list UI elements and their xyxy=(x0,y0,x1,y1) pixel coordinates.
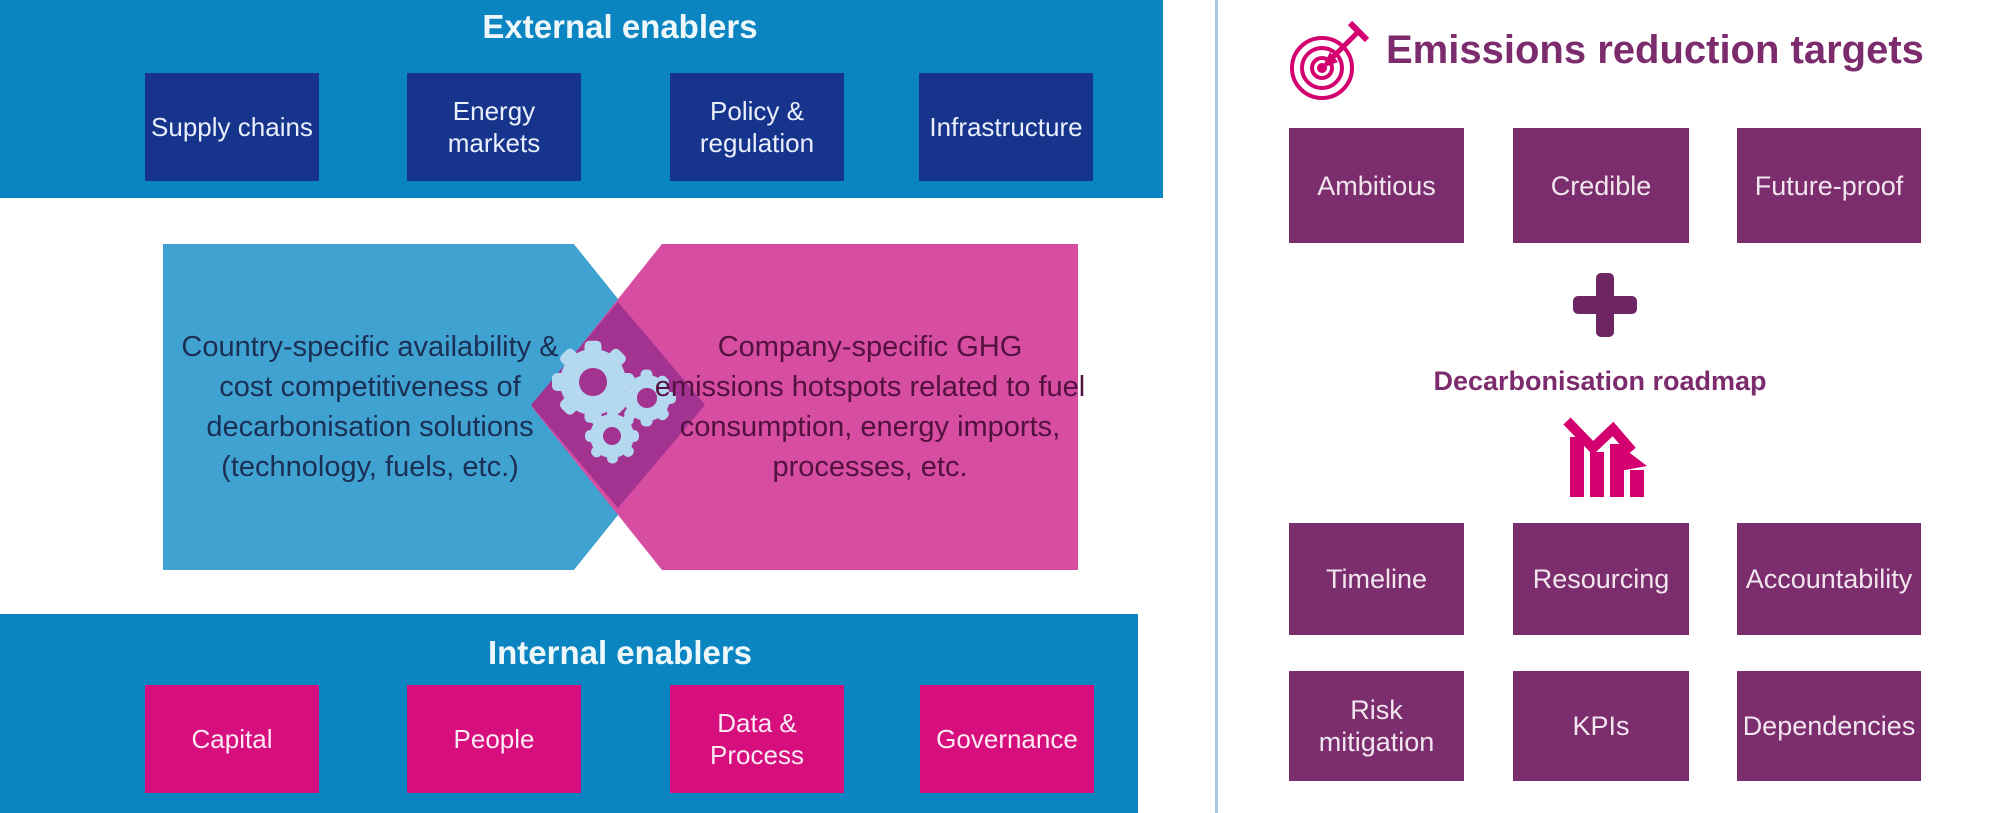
roadmap-risk-mitigation: Risk mitigation xyxy=(1289,671,1464,781)
target-future-proof: Future-proof xyxy=(1737,128,1921,243)
gear-hole xyxy=(637,388,657,408)
gear-small-icon xyxy=(584,408,640,464)
internal-enabler-data-process: Data & Process xyxy=(670,685,844,793)
roadmap-dependencies: Dependencies xyxy=(1737,671,1921,781)
gear-medium-icon xyxy=(618,369,676,427)
internal-enablers-title: Internal enablers xyxy=(487,634,753,671)
gear-large-icon xyxy=(552,341,634,423)
target-dart-icon xyxy=(1288,20,1372,104)
decarbonisation-roadmap-title: Decarbonisation roadmap xyxy=(1433,366,1767,396)
external-enabler-energy-markets: Energy markets xyxy=(407,73,581,181)
internal-enabler-governance: Governance xyxy=(920,685,1094,793)
section-divider xyxy=(1215,0,1218,813)
emissions-targets-title: Emissions reduction targets xyxy=(1386,28,1924,72)
declining-bar-chart-icon xyxy=(1562,415,1650,499)
plus-horizontal-bar xyxy=(1573,296,1637,314)
roadmap-resourcing: Resourcing xyxy=(1513,523,1689,635)
external-enabler-supply-chains: Supply chains xyxy=(145,73,319,181)
external-enablers-title: External enablers xyxy=(482,8,758,45)
country-availability-text: Country-specific availability & cost com… xyxy=(181,331,559,483)
roadmap-accountability: Accountability xyxy=(1737,523,1921,635)
target-ambitious: Ambitious xyxy=(1289,128,1464,243)
internal-enabler-capital: Capital xyxy=(145,685,319,793)
gear-hole xyxy=(579,368,607,396)
target-credible: Credible xyxy=(1513,128,1689,243)
internal-enabler-people: People xyxy=(407,685,581,793)
roadmap-kpis: KPIs xyxy=(1513,671,1689,781)
company-hotspots-text: Company-specific GHG emissions hotspots … xyxy=(654,331,1086,483)
roadmap-timeline: Timeline xyxy=(1289,523,1464,635)
gear-hole xyxy=(602,426,622,446)
plus-icon xyxy=(1573,273,1637,337)
external-enabler-infrastructure: Infrastructure xyxy=(919,73,1093,181)
external-enabler-policy-regulation: Policy & regulation xyxy=(670,73,844,181)
